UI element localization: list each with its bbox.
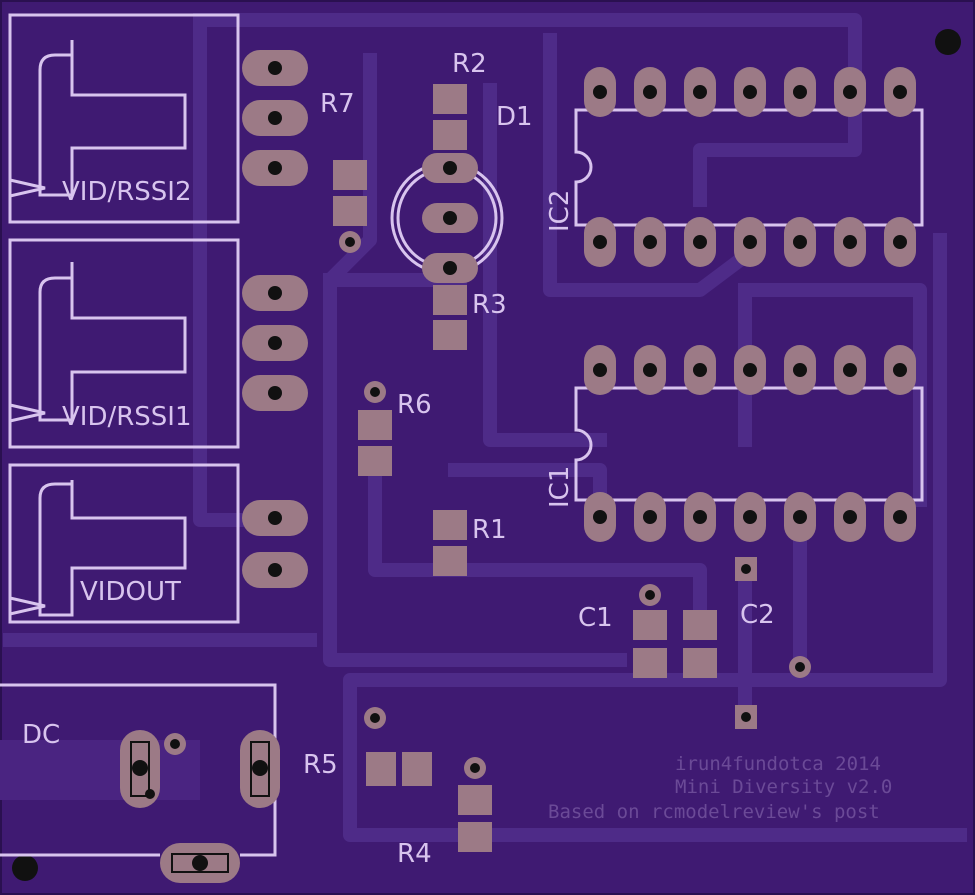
- drill-hole: [643, 235, 657, 249]
- credit-line-2: Mini Diversity v2.0: [675, 776, 892, 798]
- label-vid-rssi2: VID/RSSI2: [62, 177, 192, 207]
- drill-hole: [893, 235, 907, 249]
- drill-hole: [743, 363, 757, 377]
- label-r1: R1: [472, 515, 507, 545]
- resistor-r1: R1: [433, 510, 507, 576]
- dc-jack: DC: [0, 683, 280, 883]
- drill-hole: [643, 363, 657, 377]
- resistor-r7: R7: [320, 89, 367, 253]
- drill-hole: [743, 510, 757, 524]
- led-d1: D1: [390, 102, 533, 283]
- connector-vidout: VIDOUT: [8, 463, 240, 624]
- drill-hole: [893, 510, 907, 524]
- label-c1: C1: [578, 603, 613, 633]
- resistor-r5: R5: [303, 707, 432, 786]
- drill-hole: [793, 363, 807, 377]
- drill-hole: [643, 85, 657, 99]
- drill-hole: [743, 85, 757, 99]
- label-r5: R5: [303, 750, 338, 780]
- drill-hole: [593, 235, 607, 249]
- drill-hole: [793, 235, 807, 249]
- label-r4: R4: [397, 839, 432, 869]
- label-vid-rssi1: VID/RSSI1: [62, 402, 192, 432]
- drill-hole: [843, 363, 857, 377]
- label-r7: R7: [320, 89, 355, 119]
- drill-hole: [693, 510, 707, 524]
- drill-hole: [593, 363, 607, 377]
- drill-hole: [693, 235, 707, 249]
- drill-hole: [793, 510, 807, 524]
- label-ic1: IC1: [545, 466, 575, 508]
- label-d1: D1: [496, 102, 533, 132]
- resistor-r4: R4: [397, 757, 492, 869]
- capacitor-c2: C2: [683, 557, 811, 729]
- credit-line-3: Based on rcmodelreview's post: [548, 801, 880, 823]
- ic-ic1: IC1: [545, 345, 924, 542]
- label-r6: R6: [397, 390, 432, 420]
- label-r3: R3: [472, 290, 507, 320]
- resistor-r3: R3: [433, 285, 507, 350]
- board-credits: irun4fundotca 2014 Mini Diversity v2.0 B…: [548, 753, 892, 823]
- credit-line-1: irun4fundotca 2014: [675, 753, 881, 775]
- label-ic2: IC2: [545, 190, 575, 232]
- label-r2: R2: [452, 49, 487, 79]
- drill-hole: [843, 235, 857, 249]
- mounting-hole: [935, 29, 961, 55]
- mounting-hole: [12, 855, 38, 881]
- capacitor-c1: C1: [578, 584, 667, 678]
- drill-hole: [593, 85, 607, 99]
- drill-hole: [593, 510, 607, 524]
- resistor-r6: R6: [358, 381, 432, 476]
- ic-ic2: IC2: [545, 67, 924, 267]
- drill-hole: [643, 510, 657, 524]
- resistor-r2: R2: [433, 49, 487, 150]
- connector-vid-rssi1: VID/RSSI1: [8, 238, 240, 449]
- drill-hole: [793, 85, 807, 99]
- copper-traces: [3, 13, 967, 842]
- label-vidout: VIDOUT: [80, 577, 181, 607]
- drill-hole: [743, 235, 757, 249]
- drill-hole: [693, 85, 707, 99]
- drill-hole: [843, 85, 857, 99]
- drill-hole: [893, 85, 907, 99]
- connector-vid-rssi2: VID/RSSI2: [8, 13, 240, 224]
- drill-hole: [893, 363, 907, 377]
- connector-pads: [242, 50, 308, 588]
- drill-hole: [693, 363, 707, 377]
- drill-hole: [843, 510, 857, 524]
- label-c2: C2: [740, 600, 775, 630]
- label-dc: DC: [22, 720, 60, 750]
